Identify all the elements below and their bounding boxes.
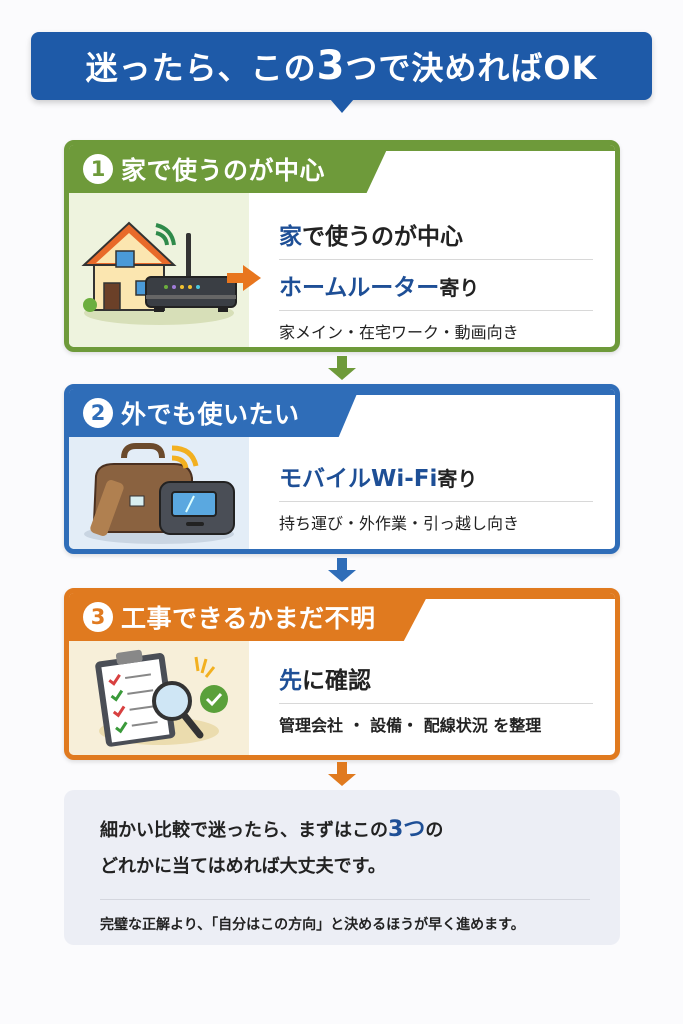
arrow-down-icon [328, 356, 356, 380]
clipboard-magnifier-icon [69, 641, 249, 755]
recommendation-rest: 寄り [437, 467, 478, 491]
statement-rest: で使うのが中心 [302, 224, 463, 250]
accent-text: 家 [279, 224, 302, 250]
card-header: 2 外でも使いたい [69, 389, 359, 437]
option-card-mobile: 2 外でも使いたい モバイルWi-Fi寄り 持ち運び・外作業・引っ越し向き [64, 384, 620, 554]
arrow-right-icon [227, 265, 261, 295]
recommendation-rest: 寄り [439, 276, 480, 300]
number-badge: 1 [83, 154, 113, 184]
summary-line-1: 細かい比較で迷ったら、まずはこの3つの [100, 812, 590, 849]
card-heading: 外でも使いたい [121, 400, 300, 429]
title-banner: 迷ったら、この3つで決めればOK [31, 32, 652, 100]
arrow-down-icon [328, 558, 356, 582]
primary-statement: 先に確認 [279, 661, 593, 695]
divider [279, 703, 593, 704]
use-cases: 家メイン・在宅ワーク・動画向き [279, 323, 519, 342]
divider [279, 501, 593, 502]
use-cases: 持ち運び・外作業・引っ越し向き [279, 514, 520, 533]
primary-statement: 家で使うのが中心 [279, 217, 593, 251]
card-content: モバイルWi-Fi寄り 持ち運び・外作業・引っ越し向き [249, 437, 615, 549]
summary-box: 細かい比較で迷ったら、まずはこの3つの どれかに当てはめれば大丈夫です。 完璧な… [64, 790, 620, 945]
summary-text: 細かい比較で迷ったら、まずはこの [100, 820, 388, 841]
statement-rest: に確認 [302, 668, 371, 694]
checklist-items: 管理会社 ・ 設備・ 配線状況 を整理 [279, 716, 542, 735]
house-router-icon [69, 193, 249, 347]
recommendation: モバイルWi-Fi寄り [279, 459, 593, 493]
option-card-home: 1 家で使うのが中心 家で使うのが中心 [64, 140, 620, 352]
number-badge: 3 [83, 602, 113, 632]
summary-line-2: どれかに当てはめれば大丈夫です。 [100, 856, 386, 877]
title-number: 3 [316, 43, 346, 89]
recommendation-accent: モバイルWi-Fi [279, 466, 438, 492]
recommendation-accent: ホームルーター [279, 275, 440, 301]
summary-text-end: の [425, 820, 444, 841]
summary-number: 3つ [388, 817, 426, 842]
number-badge: 2 [83, 398, 113, 428]
title-text-post: つで決めればOK [345, 49, 598, 87]
divider [100, 899, 590, 900]
page-title: 迷ったら、この3つで決めればOK [86, 43, 598, 89]
card-heading: 工事できるかまだ不明 [121, 604, 376, 633]
card-header: 3 工事できるかまだ不明 [69, 593, 429, 641]
card-heading: 家で使うのが中心 [121, 156, 326, 185]
summary-note: 完璧な正解より、「自分はこの方向」と決めるほうが早く進めます。 [100, 917, 525, 933]
bag-mobile-wifi-icon [69, 437, 249, 549]
card-content: 先に確認 管理会社 ・ 設備・ 配線状況 を整理 [249, 641, 615, 755]
divider [279, 259, 593, 260]
recommendation: ホームルーター寄り [279, 268, 593, 302]
card-header: 1 家で使うのが中心 [69, 145, 389, 193]
accent-text: 先 [279, 668, 302, 694]
divider [279, 310, 593, 311]
option-card-check: 3 工事できるかまだ不明 [64, 588, 620, 760]
title-text-pre: 迷ったら、この [85, 49, 317, 87]
arrow-down-icon [328, 762, 356, 786]
card-content: 家で使うのが中心 ホームルーター寄り 家メイン・在宅ワーク・動画向き [227, 193, 615, 347]
